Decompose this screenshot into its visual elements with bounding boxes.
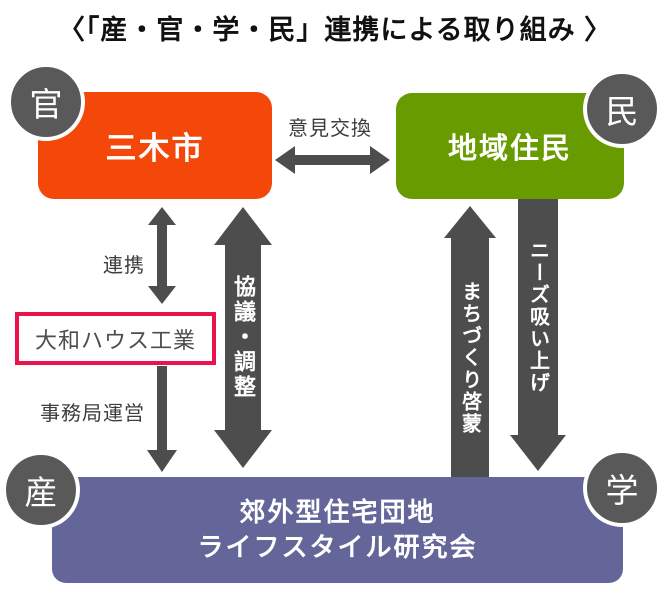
jimukyoku-label: 事務局運営	[40, 403, 145, 425]
badge-government-label: 官	[29, 86, 63, 123]
badge-citizen-label: 民	[605, 93, 639, 130]
node-miki-city-label: 三木市	[105, 131, 205, 166]
node-local-residents-label: 地域住民	[447, 133, 572, 165]
badge-industry-label: 産	[24, 474, 58, 511]
node-research-group: 郊外型住宅団地 ライフスタイル研究会	[52, 477, 623, 583]
node-local-residents: 地域住民	[396, 93, 624, 199]
machizukuri-label: まちづくり啓蒙	[458, 280, 481, 435]
machizukuri-up-arrow-icon	[444, 206, 496, 477]
renkei-label: 連携	[103, 255, 145, 277]
node-research-group-label-line1: 郊外型住宅団地	[239, 496, 436, 527]
diagram-title: 〈「産・官・学・民」連携による取り組み 〉	[57, 15, 613, 45]
opinion-exchange-label: 意見交換	[288, 118, 372, 140]
renkei-double-arrow-icon	[148, 207, 176, 304]
badge-academia: 学	[583, 449, 661, 527]
badge-citizen: 民	[583, 70, 661, 148]
node-daiwa-house: 大和ハウス工業	[15, 312, 216, 365]
kyogi-chosei-label: 協議・調整	[231, 275, 256, 400]
badge-government: 官	[7, 63, 85, 141]
badge-academia-label: 学	[605, 472, 639, 509]
node-research-group-label-line2: ライフスタイル研究会	[197, 532, 478, 562]
kyogi-chosei-double-arrow-icon	[214, 207, 272, 468]
needs-down-arrow-icon	[510, 199, 566, 471]
opinion-exchange-double-arrow-icon	[275, 146, 390, 174]
node-miki-city: 三木市	[38, 92, 272, 199]
jimukyoku-down-arrow-icon	[147, 366, 177, 472]
badge-industry: 産	[2, 451, 80, 529]
needs-label: ニーズ吸い上げ	[526, 240, 549, 394]
node-daiwa-house-label: 大和ハウス工業	[34, 327, 196, 353]
